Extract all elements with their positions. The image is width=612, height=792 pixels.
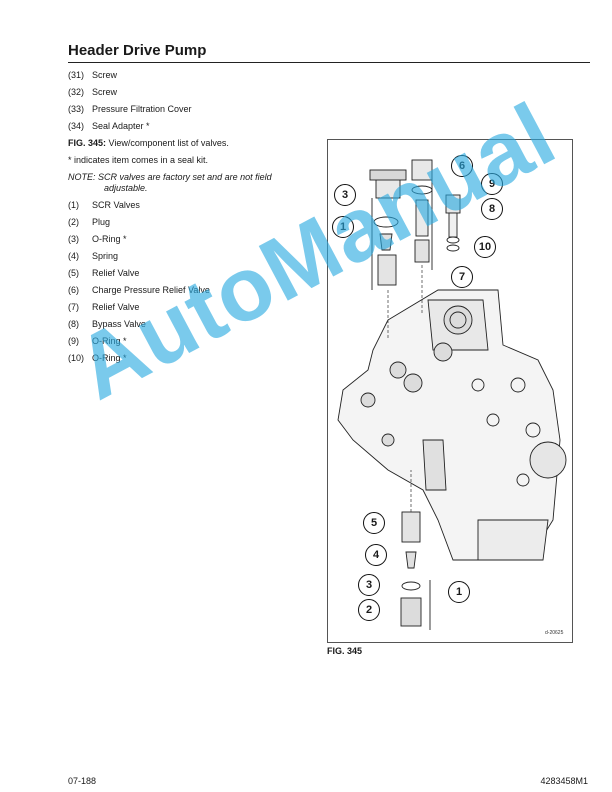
callout: 7 [451,266,473,288]
list-item: (8)Bypass Valve [68,319,146,329]
callout: 8 [481,198,503,220]
figure-box [327,139,573,643]
callout: 1 [332,216,354,238]
kit-note: * indicates item comes in a seal kit. [68,155,209,165]
list-item: (31)Screw [68,70,118,80]
callout: 6 [451,155,473,177]
figure-label: FIG. 345 [327,646,363,656]
figure-caption: FIG. 345: View/component list of valves. [68,138,229,148]
list-item: (3)O-Ring * [68,234,127,244]
list-item: (34)Seal Adapter * [68,121,150,131]
list-item: (32)Screw [68,87,118,97]
title-rule [68,62,590,63]
callout: 3 [334,184,356,206]
list-item: (1)SCR Valves [68,200,140,210]
callout: 9 [481,173,503,195]
list-item: (10)O-Ring * [68,353,127,363]
callout: 1 [448,581,470,603]
pump-valve-illustration [337,159,567,630]
footer-doc-number: 4283458M1 [540,776,588,786]
list-item: (33)Pressure Filtration Cover [68,104,192,114]
callout: 3 [358,574,380,596]
list-item: (4)Spring [68,251,119,261]
callout: 4 [365,544,387,566]
list-item: (6)Charge Pressure Relief Valve [68,285,210,295]
callout: 2 [358,599,380,621]
list-item: (5)Relief Valve [68,268,140,278]
callout: 5 [363,512,385,534]
footer-page-number: 07-188 [68,776,97,786]
figure-code: d-20625 [545,630,564,636]
callout: 10 [474,236,496,258]
list-item: (7)Relief Valve [68,302,140,312]
page-title: Header Drive Pump [68,42,207,59]
list-item: (9)O-Ring * [68,336,127,346]
list-item: (2)Plug [68,217,111,227]
note: NOTE: SCR valves are factory set and are… [68,172,272,193]
